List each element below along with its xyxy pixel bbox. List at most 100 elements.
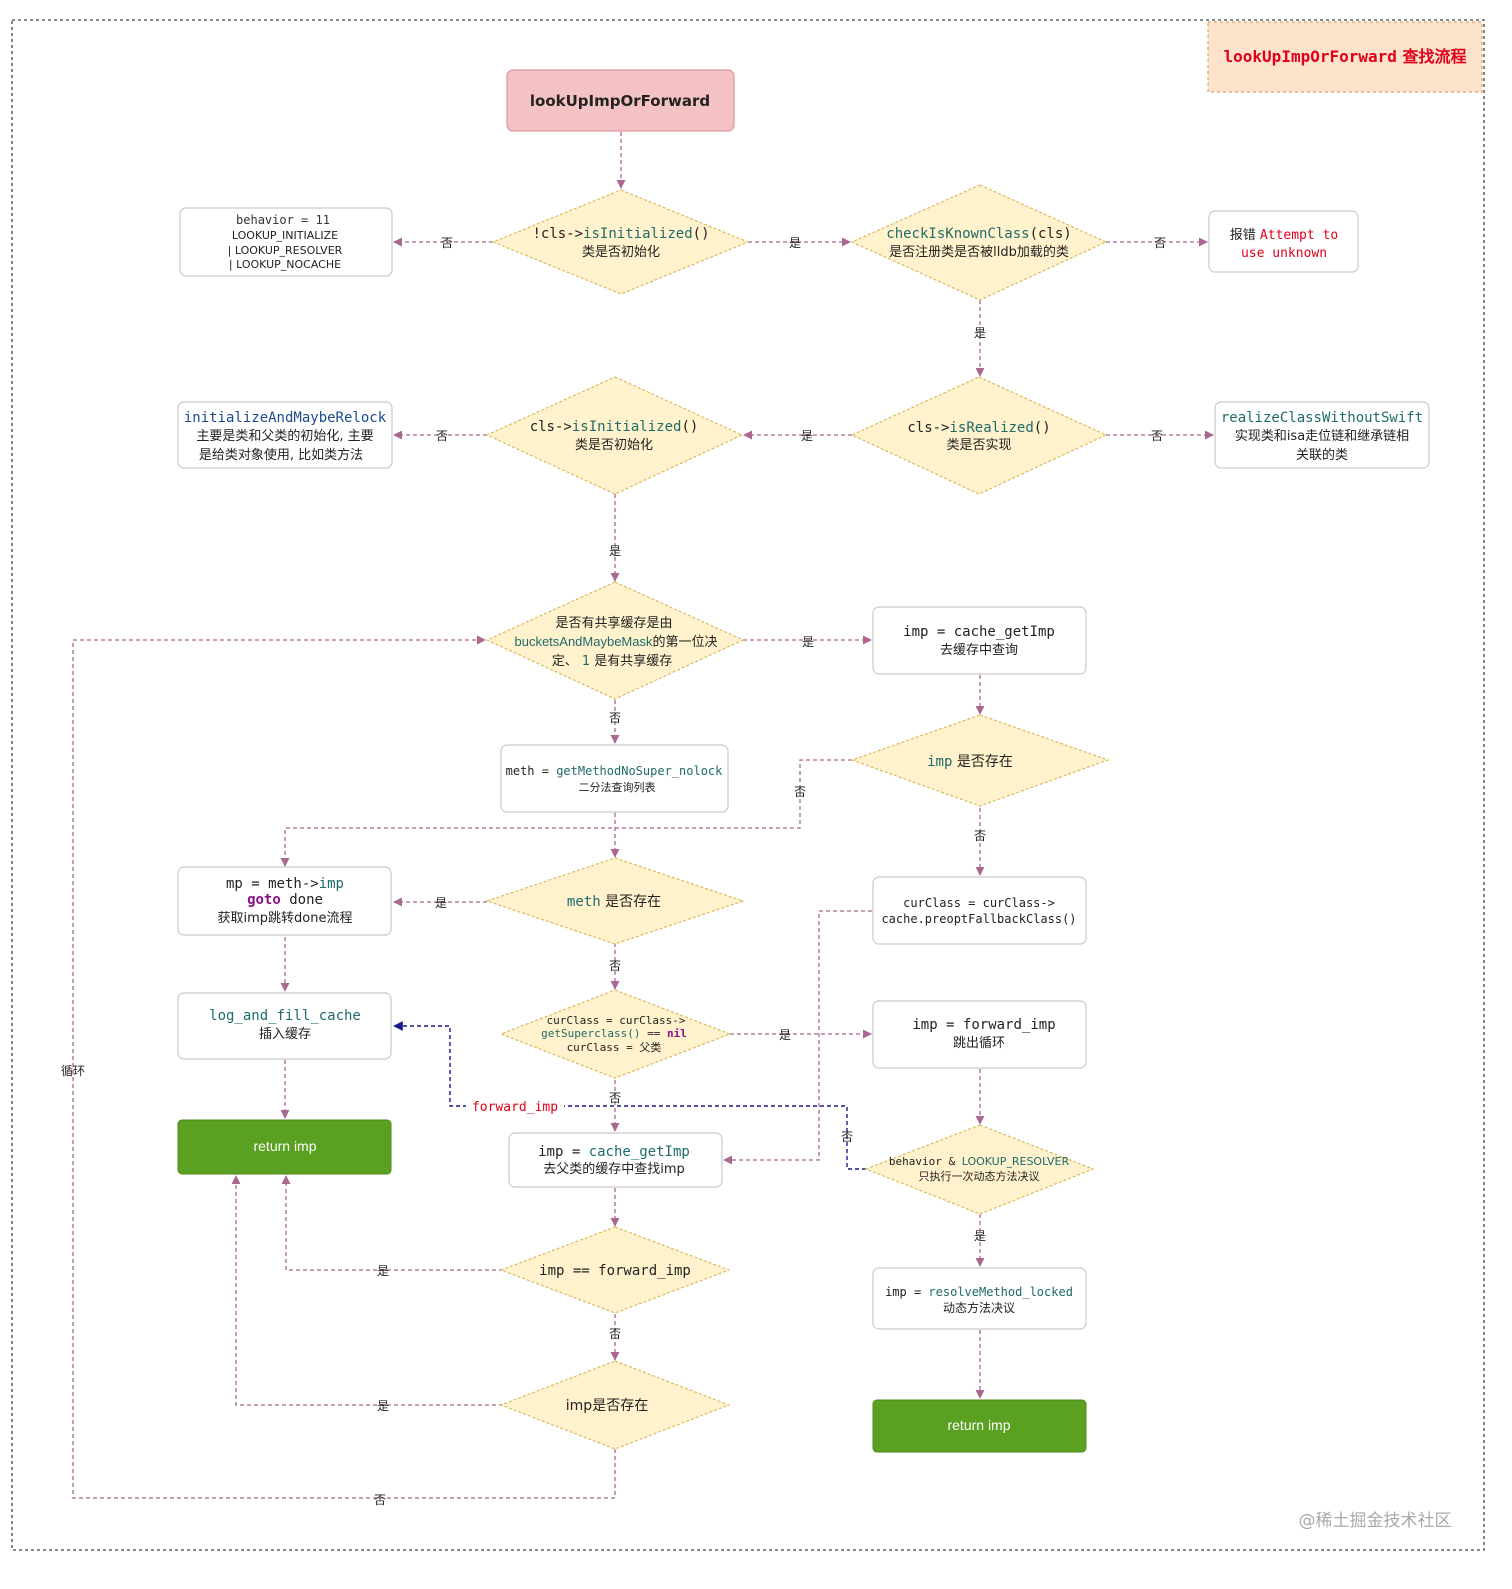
edge-label-no: 否	[1151, 429, 1163, 443]
svg-text:return imp: return imp	[947, 1417, 1010, 1433]
svg-text:imp 是否存在: imp 是否存在	[927, 754, 1013, 770]
svg-text:去父类的缓存中查找imp: 去父类的缓存中查找imp	[543, 1161, 685, 1177]
watermark: @稀土掘金技术社区	[1299, 1511, 1452, 1531]
edge-label-no: 否	[609, 1091, 621, 1105]
edge-label-no: 否	[609, 959, 621, 973]
behavior-11-box: behavior = 11 LOOKUP_INITIALIZE | LOOKUP…	[179, 207, 393, 277]
decision-imp-exists-2: imp是否存在	[499, 1360, 731, 1450]
forward-imp-box: imp = forward_imp 跳出循环	[872, 1000, 1087, 1069]
svg-text:goto done: goto done	[247, 892, 323, 908]
start-label: lookUpImpOrForward	[530, 92, 710, 110]
edge-label-no: 否	[436, 429, 448, 443]
svg-text:| LOOKUP_NOCACHE: | LOOKUP_NOCACHE	[229, 258, 341, 271]
realize-class-box: realizeClassWithoutSwift 实现类和isa走位链和继承链相…	[1214, 401, 1430, 469]
edge-label-no: 否	[374, 1493, 386, 1507]
cache-get-imp-box: imp = cache_getImp 去缓存中查询	[872, 606, 1087, 675]
svg-text:checkIsKnownClass(cls): checkIsKnownClass(cls)	[886, 226, 1071, 242]
svg-text:动态方法决议: 动态方法决议	[943, 1300, 1015, 1315]
edge-label-yes: 是	[377, 1399, 389, 1413]
edge-label-yes: 是	[801, 429, 813, 443]
goto-done-box: mp = meth->imp goto done 获取imp跳转done流程	[177, 866, 392, 936]
edge-label-yes: 是	[435, 896, 447, 910]
decision-is-initialized-1: !cls->isInitialized() 类是否初始化	[491, 189, 750, 295]
svg-text:behavior = 11: behavior = 11	[236, 213, 330, 227]
start-node: lookUpImpOrForward	[506, 69, 735, 132]
svg-text:log_and_fill_cache: log_and_fill_cache	[209, 1008, 361, 1024]
svg-text:插入缓存: 插入缓存	[259, 1027, 311, 1042]
decision-imp-equals-forward: imp == forward_imp	[499, 1226, 731, 1314]
decision-is-initialized-2: cls->isInitialized() 类是否初始化	[485, 376, 744, 495]
svg-text:imp = forward_imp: imp = forward_imp	[912, 1017, 1055, 1033]
svg-text:定、 1 是有共享缓存: 定、 1 是有共享缓存	[552, 653, 673, 669]
svg-text:主要是类和父类的初始化, 主要: 主要是类和父类的初始化, 主要	[196, 428, 373, 444]
edge-label-yes: 是	[779, 1028, 791, 1042]
svg-text:return imp: return imp	[253, 1138, 316, 1154]
return-imp-left: return imp	[177, 1119, 392, 1175]
svg-text:类是否实现: 类是否实现	[946, 438, 1011, 453]
svg-text:!cls->isInitialized(): !cls->isInitialized()	[532, 226, 709, 242]
edge-label-no: 否	[794, 785, 806, 799]
decision-check-known-class: checkIsKnownClass(cls) 是否注册类是否被lldb加载的类	[850, 184, 1108, 301]
decision-is-realized: cls->isRealized() 类是否实现	[850, 376, 1108, 495]
edge-label-yes: 是	[802, 635, 814, 649]
svg-text:是否有共享缓存是由: 是否有共享缓存是由	[555, 615, 672, 631]
edge-label-loop: 循环	[61, 1064, 85, 1078]
error-box: 报错 Attempt to use unknown	[1208, 210, 1359, 273]
svg-text:| LOOKUP_RESOLVER: | LOOKUP_RESOLVER	[228, 244, 343, 257]
svg-text:meth = getMethodNoSuper_nolock: meth = getMethodNoSuper_nolock	[506, 764, 724, 778]
svg-text:是否注册类是否被lldb加载的类: 是否注册类是否被lldb加载的类	[889, 244, 1069, 260]
svg-text:二分法查询列表: 二分法查询列表	[579, 780, 656, 794]
title-note-suffix: 查找流程	[1397, 47, 1467, 66]
decision-superclass: curClass = curClass-> getSuperclass() ==…	[499, 989, 732, 1079]
svg-text:mp = meth->imp: mp = meth->imp	[226, 876, 344, 892]
svg-text:meth 是否存在: meth 是否存在	[567, 894, 661, 910]
svg-text:curClass = curClass->: curClass = curClass->	[903, 896, 1055, 910]
svg-text:获取imp跳转done流程: 获取imp跳转done流程	[218, 911, 353, 926]
decision-imp-exists: imp 是否存在	[850, 714, 1110, 807]
svg-text:cls->isRealized(): cls->isRealized()	[907, 420, 1050, 436]
svg-text:imp = cache_getImp: imp = cache_getImp	[538, 1144, 690, 1160]
svg-text:imp == forward_imp: imp == forward_imp	[539, 1263, 691, 1279]
get-method-no-super-box: meth = getMethodNoSuper_nolock 二分法查询列表	[500, 744, 729, 813]
svg-text:LOOKUP_INITIALIZE: LOOKUP_INITIALIZE	[232, 229, 338, 242]
edge-label-no: 否	[974, 829, 986, 843]
svg-text:lookUpImpOrForward 查找流程: lookUpImpOrForward 查找流程	[1224, 47, 1467, 66]
resolve-method-locked-box: imp = resolveMethod_locked 动态方法决议	[872, 1267, 1087, 1330]
edges	[72, 132, 1214, 1499]
svg-text:imp = resolveMethod_locked: imp = resolveMethod_locked	[885, 1285, 1073, 1299]
edge-label-yes: 是	[974, 326, 986, 340]
svg-text:behavior & LOOKUP_RESOLVER: behavior & LOOKUP_RESOLVER	[889, 1155, 1070, 1168]
svg-text:报错 Attempt to: 报错 Attempt to	[1230, 228, 1338, 243]
decision-shared-cache: 是否有共享缓存是由 bucketsAndMaybeMask的第一位决 定、 1 …	[485, 581, 745, 700]
edge-label-no: 否	[1154, 236, 1166, 250]
edge-label-no: 否	[609, 711, 621, 725]
edge-label-forward-imp: forward_imp	[472, 1100, 558, 1115]
edge-label-no: 否	[609, 1327, 621, 1341]
svg-text:是给类对象使用, 比如类方法: 是给类对象使用, 比如类方法	[199, 447, 363, 463]
edge-label-no: 否	[841, 1130, 853, 1144]
edge-labels: 否 是 否 是 是 否 否 是 是 否 否 否 是 否 是 否 否 是 是 否 …	[61, 236, 1166, 1507]
decision-lookup-resolver: behavior & LOOKUP_RESOLVER 只执行一次动态方法决议	[864, 1124, 1095, 1215]
svg-text:curClass = curClass->: curClass = curClass->	[546, 1014, 685, 1027]
outer-frame	[11, 19, 1485, 1551]
cache-get-imp-parent-box: imp = cache_getImp 去父类的缓存中查找imp	[508, 1132, 723, 1188]
log-and-fill-cache-box: log_and_fill_cache 插入缓存	[177, 992, 392, 1060]
edge-label-yes: 是	[377, 1264, 389, 1278]
return-imp-right: return imp	[872, 1399, 1087, 1453]
svg-text:类是否初始化: 类是否初始化	[575, 438, 653, 453]
svg-text:imp = cache_getImp: imp = cache_getImp	[903, 624, 1055, 640]
cur-class-fallback-box: curClass = curClass-> cache.preoptFallba…	[872, 876, 1087, 945]
svg-text:类是否初始化: 类是否初始化	[582, 245, 660, 260]
edge-label-yes: 是	[974, 1229, 986, 1243]
svg-text:去缓存中查询: 去缓存中查询	[940, 643, 1018, 658]
title-note-fn: lookUpImpOrForward	[1224, 47, 1397, 66]
svg-text:cls->isInitialized(): cls->isInitialized()	[530, 419, 699, 435]
svg-text:imp是否存在: imp是否存在	[566, 1398, 648, 1414]
initialize-and-maybe-relock-box: initializeAndMaybeRelock 主要是类和父类的初始化, 主要…	[177, 401, 393, 469]
svg-text:use unknown: use unknown	[1241, 246, 1327, 261]
svg-text:跳出循环: 跳出循环	[953, 1036, 1005, 1051]
svg-text:getSuperclass() == nil: getSuperclass() == nil	[541, 1027, 687, 1040]
svg-text:bucketsAndMaybeMask的第一位决: bucketsAndMaybeMask的第一位决	[514, 634, 717, 650]
edge-label-yes: 是	[609, 544, 621, 558]
